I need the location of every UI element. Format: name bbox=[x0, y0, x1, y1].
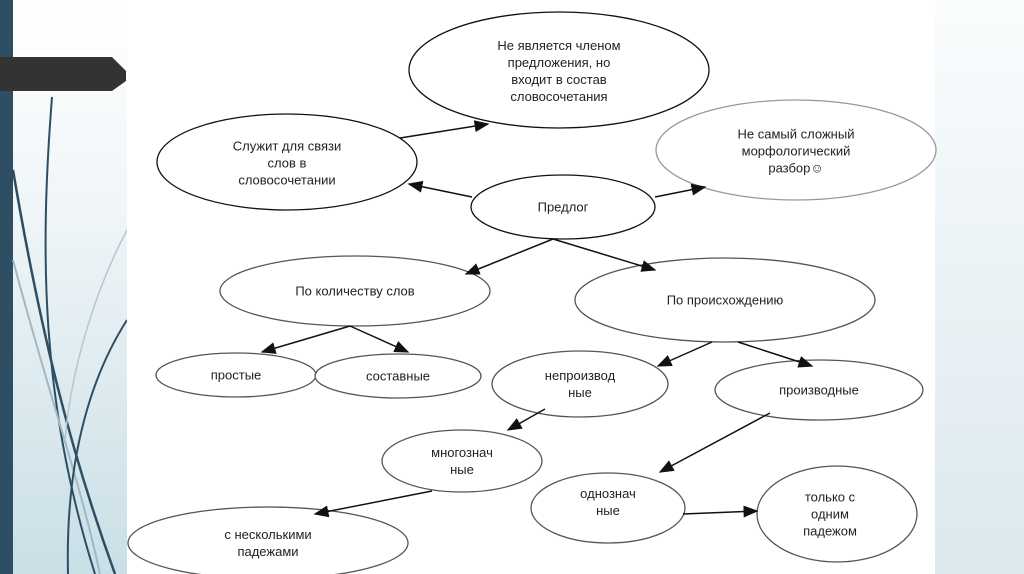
label-derived: производные bbox=[779, 382, 859, 398]
node-not-hard bbox=[655, 99, 937, 201]
node-several-cases bbox=[127, 506, 409, 574]
node-compound bbox=[314, 353, 482, 399]
label-one-case: только с одним падежом bbox=[803, 489, 857, 539]
node-nonderived bbox=[491, 350, 669, 418]
label-nonderived: непроизвод ные bbox=[544, 368, 616, 400]
node-derived bbox=[714, 359, 924, 421]
slide-right-panel bbox=[935, 0, 1024, 574]
slide-left-bar bbox=[0, 0, 13, 574]
node-not-member bbox=[408, 11, 710, 129]
node-preposition bbox=[470, 174, 656, 240]
label-compound: составные bbox=[365, 368, 431, 384]
label-serves: Служит для связи слов в словосочетании bbox=[232, 138, 342, 188]
label-multi: многознач ные bbox=[431, 445, 493, 477]
arrows bbox=[260, 120, 814, 518]
label-single: однознач ные bbox=[580, 486, 636, 518]
label-by-origin: По происхождению bbox=[666, 292, 784, 308]
label-not-hard: Не самый сложный морфологический разбор☺ bbox=[737, 126, 855, 176]
node-multi bbox=[381, 429, 543, 493]
label-by-count: По количеству слов bbox=[295, 283, 415, 299]
label-several-cases: с несколькими падежами bbox=[224, 527, 312, 559]
node-by-origin bbox=[574, 257, 876, 343]
slide-title-tab bbox=[0, 57, 126, 91]
label-not-member: Не является членом предложения, но входи… bbox=[497, 38, 621, 104]
label-preposition: Предлог bbox=[537, 199, 589, 215]
node-by-count bbox=[219, 255, 491, 327]
node-single bbox=[530, 472, 686, 544]
label-simple: простые bbox=[210, 367, 262, 383]
decorative-curves bbox=[11, 96, 128, 574]
node-serves bbox=[156, 113, 418, 211]
